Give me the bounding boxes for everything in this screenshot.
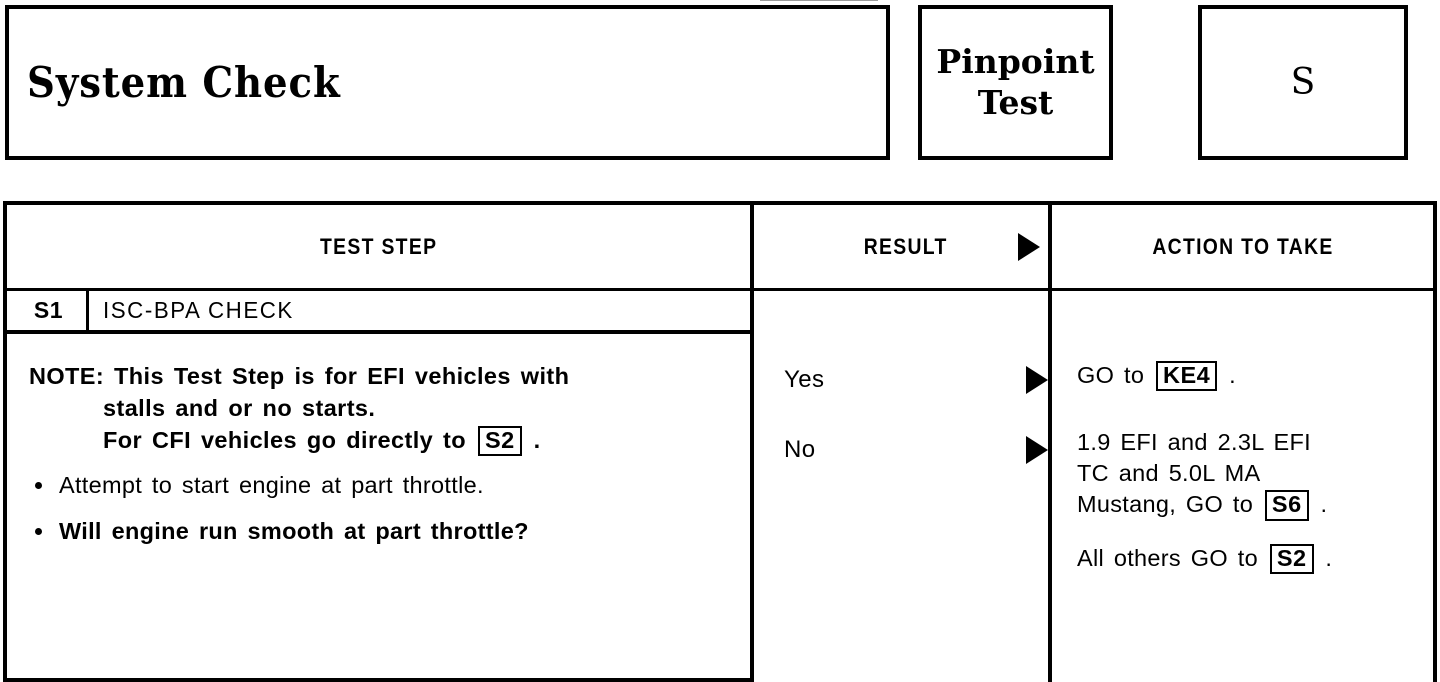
result-label-yes: Yes [784, 366, 825, 393]
table-border-top [3, 201, 1437, 205]
action-text: All others GO to [1077, 544, 1258, 571]
table-border-bottom [3, 678, 753, 682]
step-title: ISC-BPA CHECK [103, 297, 294, 323]
result-label-no: No [784, 436, 816, 463]
table-border-left [3, 201, 7, 682]
bullet-text: Will engine run smooth at part throttle? [59, 518, 529, 545]
step-reference-ke4[interactable]: KE4 [1156, 361, 1218, 392]
action-period: . [1320, 491, 1328, 518]
note-period-3: . [533, 427, 541, 453]
column-header-action-to-take: ACTION TO TAKE [1052, 205, 1433, 288]
action-group-no: 1.9 EFI and 2.3L EFI TC and 5.0L MA Must… [1077, 427, 1423, 521]
step-reference-s2[interactable]: S2 [477, 426, 522, 457]
pinpoint-test-box: Pinpoint Test [918, 5, 1113, 160]
result-content: Yes No [754, 334, 1048, 678]
column-divider-test-step-result [750, 201, 754, 682]
column-header-result-label: RESULT [864, 233, 948, 259]
step-row-rule [3, 330, 753, 334]
step-id-divider [86, 291, 89, 330]
section-letter: S [1290, 61, 1316, 103]
column-divider-result-action [1048, 201, 1052, 682]
note-text-1: This Test Step is for EFI vehicles with [114, 363, 570, 389]
list-item: Will engine run smooth at part throttle? [29, 516, 736, 546]
column-header-test-step: TEST STEP [7, 205, 750, 288]
scan-artifact-line [760, 0, 878, 1]
header-row-rule [3, 288, 1437, 291]
action-group-all-others: All others GO to S2 . [1077, 543, 1423, 575]
note-label: NOTE: [29, 363, 105, 389]
page-header: System Check Pinpoint Test S [0, 0, 1440, 170]
action-line: TC and 5.0L MA [1077, 460, 1261, 487]
bullet-dot-icon [35, 482, 42, 490]
column-header-action-label: ACTION TO TAKE [1151, 233, 1334, 259]
action-group-yes: GO to KE4 . [1077, 360, 1423, 392]
right-triangle-icon [1026, 436, 1048, 464]
section-letter-box: S [1198, 5, 1408, 160]
step-header-row: S1 ISC-BPA CHECK [7, 291, 750, 330]
right-triangle-icon [1026, 366, 1048, 394]
page-title: System Check [27, 57, 341, 107]
column-header-test-step-label: TEST STEP [319, 233, 438, 259]
note-line-2: stalls and or no starts. [103, 395, 376, 421]
step-reference-s6[interactable]: S6 [1264, 490, 1309, 521]
pinpoint-line-1: Pinpoint [936, 42, 1095, 82]
step-id: S1 [33, 297, 64, 323]
step-reference-s2-action[interactable]: S2 [1269, 543, 1314, 575]
list-item: Attempt to start engine at part throttle… [29, 470, 736, 500]
action-to-take-content: GO to KE4 . 1.9 EFI and 2.3L EFI TC and … [1052, 334, 1433, 678]
pinpoint-line-2: Test [977, 82, 1054, 122]
action-text: Mustang, GO to [1077, 491, 1254, 518]
test-step-content: NOTE: This Test Step is for EFI vehicles… [7, 334, 750, 678]
pinpoint-test-table: TEST STEP RESULT ACTION TO TAKE S1 ISC-B… [3, 201, 1437, 682]
action-text: GO to [1077, 362, 1145, 388]
action-period: . [1229, 362, 1236, 388]
system-check-title-box: System Check [5, 5, 890, 160]
table-border-right [1433, 201, 1437, 682]
note-line-3: For CFI vehicles go directly to S2 . [29, 424, 736, 457]
note-text-3: For CFI vehicles go directly to [103, 427, 466, 453]
action-line: All others GO to S2 . [1077, 543, 1423, 575]
action-period: . [1325, 544, 1333, 571]
action-line: 1.9 EFI and 2.3L EFI [1077, 429, 1311, 456]
column-header-result: RESULT [754, 205, 1048, 288]
bullet-text: Attempt to start engine at part throttle… [59, 472, 484, 499]
action-line: Mustang, GO to S6 . [1077, 489, 1423, 521]
bullet-dot-icon [35, 528, 42, 536]
result-row-no[interactable]: No [754, 432, 1048, 468]
test-step-bullets: Attempt to start engine at part throttle… [29, 470, 736, 546]
action-line: GO to KE4 . [1077, 360, 1423, 392]
right-triangle-icon [1018, 232, 1040, 261]
note-block: NOTE: This Test Step is for EFI vehicles… [29, 360, 736, 457]
note-line-1: NOTE: This Test Step is for EFI vehicles… [29, 360, 736, 392]
result-row-yes[interactable]: Yes [754, 362, 1048, 398]
pinpoint-test-label: Pinpoint Test [936, 42, 1094, 123]
